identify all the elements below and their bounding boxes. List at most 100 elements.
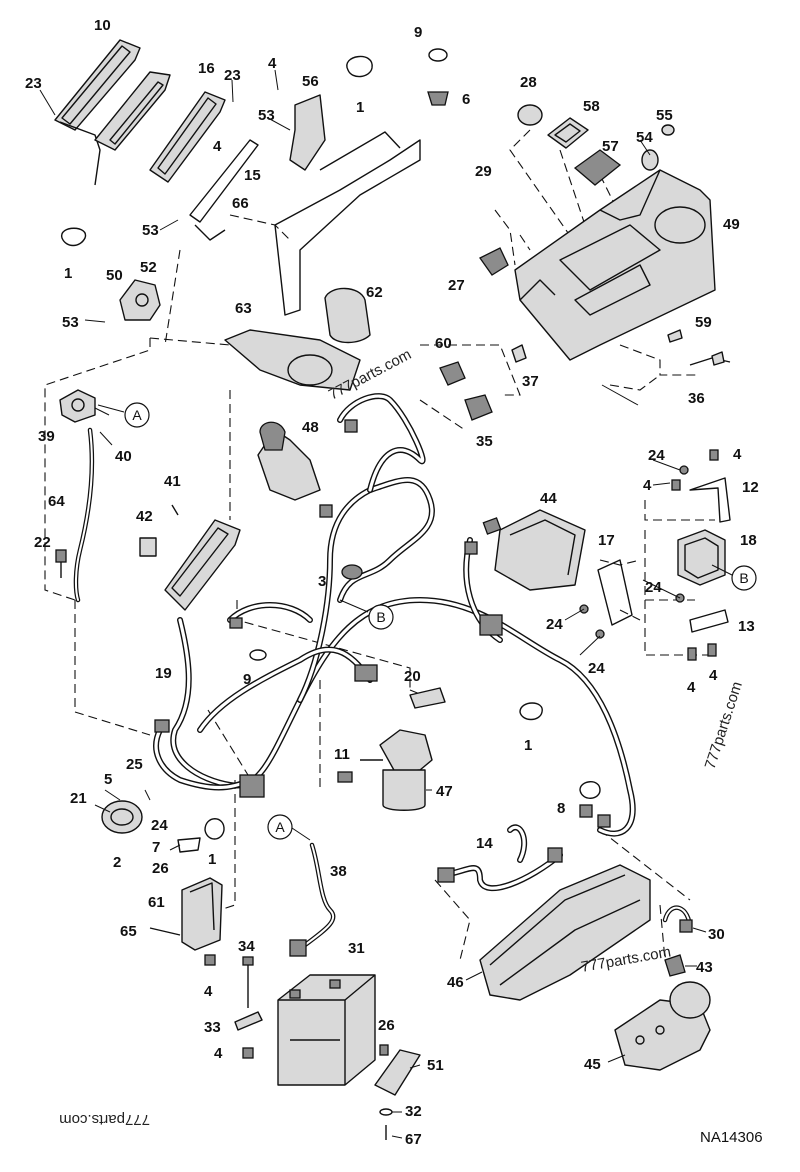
callout-56: 56: [302, 73, 319, 90]
callout-32: 32: [405, 1103, 422, 1120]
callout-24: 24: [645, 579, 662, 596]
part-43-sender: [664, 954, 686, 977]
callout-11: 11: [334, 746, 350, 763]
part-8-clamp: [579, 781, 601, 799]
ref-marker-a-upper: A: [97, 402, 150, 428]
callout-33: 33: [204, 1019, 221, 1036]
callout-55: 55: [656, 107, 673, 124]
callout-22: 22: [34, 534, 51, 551]
part-13-bracket: [689, 609, 729, 633]
part-12-bracket: [689, 477, 731, 523]
part-7-clamp: [177, 837, 201, 853]
part-9-clamp: [428, 48, 448, 62]
callout-47: 47: [436, 783, 453, 800]
callout-61: 61: [148, 894, 165, 911]
callout-15: 15: [244, 167, 261, 184]
part-1-clamp-lower: [204, 818, 225, 840]
part-18-module: [677, 529, 726, 586]
callout-29: 29: [475, 163, 492, 180]
part-63-mount: [224, 329, 361, 391]
part-14-harness: [437, 824, 563, 892]
ref-label-a: A: [132, 407, 142, 423]
part-48-joystick: [257, 421, 321, 501]
callout-66: 66: [232, 195, 249, 212]
callout-53: 53: [62, 314, 79, 331]
callout-36: 36: [688, 390, 705, 407]
callout-9: 9: [414, 24, 422, 41]
callout-40: 40: [115, 448, 132, 465]
callout-4: 4: [643, 477, 652, 494]
part-11-sensor: [337, 771, 353, 783]
part-30-sensor: [662, 905, 693, 933]
callout-1: 1: [524, 737, 532, 754]
callout-27: 27: [448, 277, 465, 294]
callout-4: 4: [204, 983, 213, 1000]
callout-23: 23: [25, 75, 42, 92]
part-1-clamp-left: [61, 227, 86, 247]
part-27-switch: [479, 247, 509, 276]
callout-53: 53: [258, 107, 275, 124]
callout-24: 24: [648, 447, 665, 464]
callout-6: 6: [462, 91, 470, 108]
part-61-module: [181, 877, 223, 951]
callout-10: 10: [94, 17, 111, 34]
callout-31: 31: [348, 940, 365, 957]
part-4-nut-battery: [242, 1047, 254, 1059]
part-2-horn: [101, 800, 143, 834]
callout-3: 3: [318, 573, 326, 590]
part-4-nut-lower: [204, 954, 216, 966]
callout-37: 37: [522, 373, 539, 390]
ref-marker-b-harness: B: [339, 599, 394, 630]
callout-28: 28: [520, 74, 537, 91]
part-64-cable: [73, 427, 95, 603]
callout-8: 8: [557, 800, 565, 817]
part-54-55-knob: [641, 124, 675, 171]
part-37-plug: [511, 344, 527, 363]
drawing-code: NA14306: [700, 1129, 763, 1146]
callout-35: 35: [476, 433, 493, 450]
callout-13: 13: [738, 618, 755, 635]
callout-48: 48: [302, 419, 319, 436]
callout-4: 4: [214, 1045, 223, 1062]
part-1-clamp: [346, 55, 373, 78]
callout-2: 2: [113, 854, 121, 871]
callout-57: 57: [602, 138, 619, 155]
part-45-valve-block: [614, 981, 711, 1071]
callout-25: 25: [126, 756, 143, 773]
callout-5: 5: [104, 771, 112, 788]
ref-label-b: B: [376, 609, 385, 625]
ref-label-b: B: [739, 570, 748, 586]
callout-59: 59: [695, 314, 712, 331]
part-17-plate: [597, 559, 633, 626]
part-31-battery: [277, 974, 376, 1086]
callout-49: 49: [723, 216, 740, 233]
callout-9: 9: [243, 671, 251, 688]
part-16-panel: [149, 91, 226, 183]
part-3-grommet: [341, 564, 363, 580]
callout-17: 17: [598, 532, 615, 549]
part-66-rail: [274, 131, 421, 316]
part-15-bracket: [189, 139, 259, 241]
callout-63: 63: [235, 300, 252, 317]
part-42-block: [139, 537, 157, 557]
part-44-module: [494, 509, 586, 591]
callout-50: 50: [106, 267, 123, 284]
part-6-fitting: [427, 91, 449, 106]
part-60-connector: [439, 361, 466, 386]
part-65-bolt: [149, 927, 181, 936]
part-callouts: 10 23 16 23 4 56 53 4 15 66 53 1 9 6 28 …: [25, 17, 759, 1148]
callout-45: 45: [584, 1056, 601, 1073]
ref-marker-a-lower: A: [267, 814, 311, 841]
part-10-bracket-panel: [94, 71, 171, 151]
callout-26: 26: [152, 860, 169, 877]
callout-51: 51: [427, 1057, 444, 1074]
part-33-clamp: [234, 1011, 263, 1031]
callout-4: 4: [268, 55, 277, 72]
part-22-bolt: [55, 549, 67, 578]
callout-20: 20: [404, 668, 421, 685]
part-38-cable: [289, 842, 336, 957]
callout-1: 1: [64, 265, 72, 282]
callout-4: 4: [709, 667, 718, 684]
part-36-key: [689, 351, 731, 366]
part-1-clamp-mid: [519, 702, 543, 721]
